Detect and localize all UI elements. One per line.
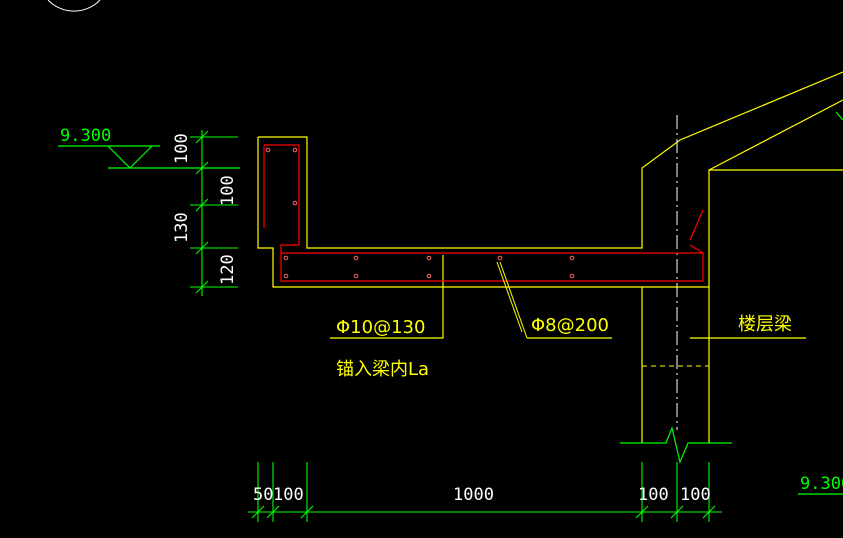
hdim-4: 100 <box>638 485 669 505</box>
elevation-right: 9.300 <box>800 474 843 494</box>
vdim-3: 130 <box>172 212 192 243</box>
vertical-dimension-lines <box>190 130 238 296</box>
break-line <box>620 426 732 464</box>
hdim-2: 100 <box>273 485 304 505</box>
vdim-1: 100 <box>172 133 192 164</box>
anchor-note: 锚入梁内La <box>336 359 429 380</box>
rebar <box>263 144 704 282</box>
concrete-outline <box>257 71 843 443</box>
rebar-dist-label: Φ8@200 <box>531 315 609 336</box>
corner-mark <box>835 111 843 121</box>
rebar-top-label: Φ10@130 <box>336 317 425 338</box>
rebar-dots <box>265 147 575 279</box>
hdim-3: 1000 <box>453 485 494 505</box>
section-circle-fragment <box>47 0 101 12</box>
rebar-leaders <box>496 261 528 339</box>
elevation-left: 9.300 <box>60 126 111 146</box>
floor-beam-label: 楼层梁 <box>738 314 792 335</box>
hdim-1: 50 <box>253 485 273 505</box>
horizontal-dimension-lines <box>248 462 722 522</box>
vdim-2: 100 <box>218 175 238 206</box>
hdim-5: 100 <box>680 485 711 505</box>
vdim-4: 120 <box>218 254 238 285</box>
elevation-mark-left <box>58 145 240 169</box>
